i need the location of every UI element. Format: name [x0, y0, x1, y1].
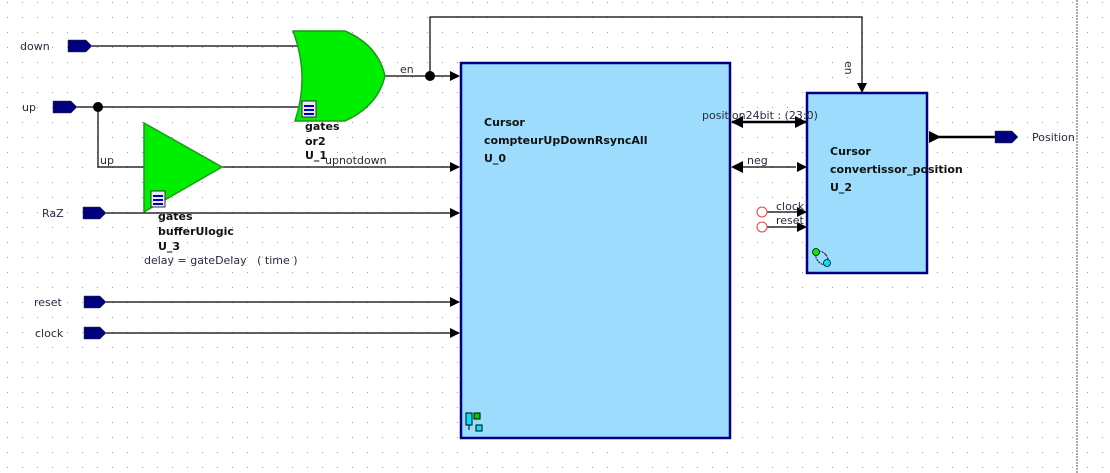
- neg-source-arrow: [797, 162, 807, 172]
- or-gate-cell: or2: [305, 135, 326, 148]
- block-converter-u2[interactable]: Cursor convertissor_position U_2: [805, 91, 963, 275]
- unconnected-clock-icon: [756, 206, 768, 218]
- port-down-label: down: [20, 40, 50, 53]
- junction-up: [93, 102, 103, 112]
- port-raz[interactable]: RaZ: [42, 206, 107, 220]
- block-counter-library: Cursor: [484, 116, 525, 129]
- document-icon[interactable]: [301, 100, 317, 118]
- block-counter-instance: U_0: [484, 152, 506, 165]
- signal-label-en: en: [400, 63, 414, 76]
- bus-source-arrow: [731, 116, 743, 128]
- position-out-arrow: [929, 131, 941, 143]
- block-counter-body: [459, 61, 732, 440]
- block-converter-body: [805, 91, 929, 275]
- port-up[interactable]: up: [22, 100, 78, 114]
- port-position[interactable]: Position: [994, 130, 1075, 144]
- block-converter-cell: convertissor_position: [830, 163, 963, 176]
- port-raz-label: RaZ: [42, 207, 64, 220]
- or-gate-shape: [291, 30, 386, 122]
- document-icon[interactable]: [150, 190, 166, 208]
- block-converter-instance: U_2: [830, 181, 852, 194]
- port-up-label: up: [22, 101, 36, 114]
- port-clock[interactable]: clock: [35, 326, 107, 340]
- buffer-cell: bufferUlogic: [158, 225, 234, 238]
- or-gate-library: gates: [305, 120, 340, 133]
- buffer-gate-shape: [143, 121, 224, 214]
- buffer-gate-u3[interactable]: gates bufferUlogic U_3 delay = gateDelay…: [143, 121, 298, 267]
- junction-en: [425, 71, 435, 81]
- block-counter-u0[interactable]: Cursor compteurUpDownRsyncAll U_0: [459, 61, 732, 440]
- buffer-instance: U_3: [158, 240, 180, 253]
- block-converter-library: Cursor: [830, 145, 871, 158]
- port-clock-label: clock: [35, 327, 64, 340]
- or-gate-u1[interactable]: gates or2 U_1: [291, 30, 386, 162]
- state-machine-icon[interactable]: [812, 248, 831, 268]
- signal-label-clock: clock: [776, 200, 805, 213]
- wire-en-top[interactable]: [429, 16, 867, 93]
- buffer-generic: delay = gateDelay ( time ): [144, 254, 298, 267]
- signal-label-en-vertical: en: [842, 61, 855, 75]
- signal-label-upnotdown: upnotdown: [325, 154, 387, 167]
- port-reset[interactable]: reset: [34, 295, 107, 309]
- port-reset-label: reset: [34, 296, 63, 309]
- unconnected-reset-icon: [756, 221, 768, 233]
- signal-label-reset: reset: [776, 214, 805, 227]
- bus-target-arrow: [795, 116, 807, 128]
- buffer-library: gates: [158, 210, 193, 223]
- wire-up-branch[interactable]: [97, 107, 144, 168]
- signal-label-neg: neg: [747, 154, 768, 167]
- port-down[interactable]: down: [20, 39, 93, 53]
- or-gate-instance: U_1: [305, 149, 327, 162]
- block-counter-cell: compteurUpDownRsyncAll: [484, 134, 647, 147]
- neg-target-arrow: [731, 161, 743, 173]
- port-position-label: Position: [1032, 131, 1075, 144]
- hierarchy-icon[interactable]: [465, 412, 483, 432]
- signal-label-up: up: [100, 154, 114, 167]
- signal-label-position24bit: position24bit : (23:0): [702, 109, 818, 122]
